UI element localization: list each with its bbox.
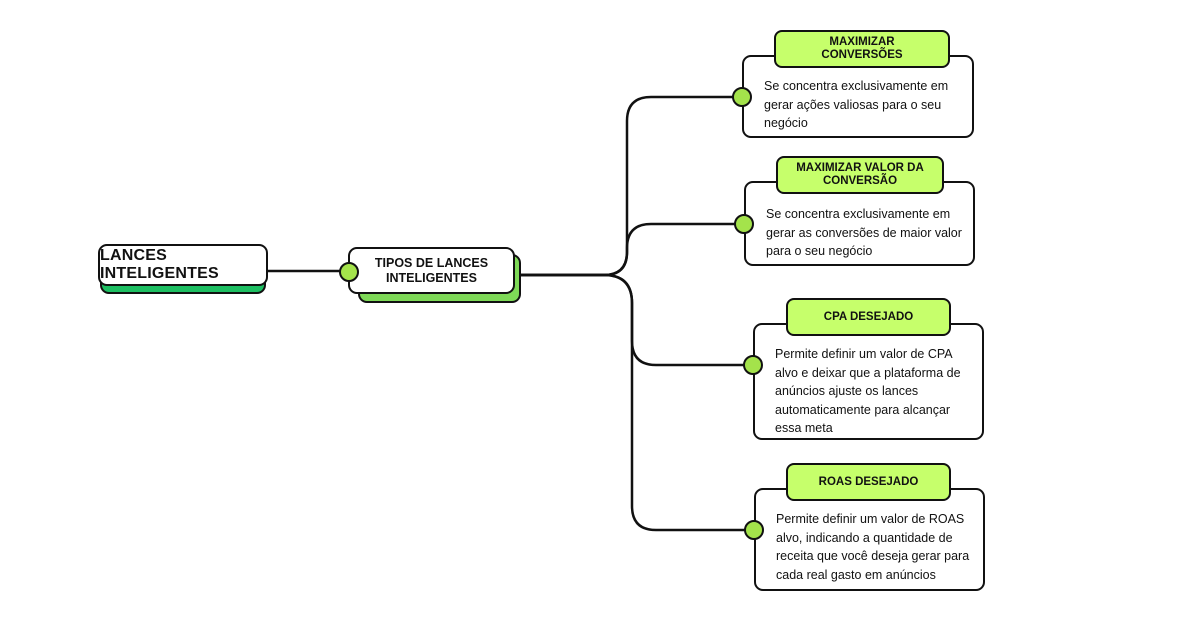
connector-hub-branch-3 <box>521 273 753 367</box>
branch-1-title: MAXIMIZAR CONVERSÕES <box>774 30 950 68</box>
connector-dot-branch-3 <box>743 355 763 375</box>
branch-4-description: Permite definir um valor de ROAS alvo, i… <box>776 512 970 582</box>
connector-hub-branch-1 <box>521 95 742 277</box>
branch-3-description: Permite definir um valor de CPA alvo e d… <box>775 347 961 435</box>
branch-1-description: Se concentra exclusivamente em gerar açõ… <box>764 79 949 130</box>
root-node: LANCES INTELIGENTES <box>98 244 268 286</box>
branch-4-title: ROAS DESEJADO <box>786 463 951 501</box>
branch-3-card: Permite definir um valor de CPA alvo e d… <box>753 323 984 440</box>
connector-dot-branch-2 <box>734 214 754 234</box>
connector-dot-branch-4 <box>744 520 764 540</box>
connector-dot-hub <box>339 262 359 282</box>
branch-2-description: Se concentra exclusivamente em gerar as … <box>766 207 962 258</box>
hub-node: TIPOS DE LANCES INTELIGENTES <box>348 247 515 294</box>
branch-4-card: Permite definir um valor de ROAS alvo, i… <box>754 488 985 591</box>
branch-2-title: MAXIMIZAR VALOR DA CONVERSÃO <box>776 156 944 194</box>
branch-3-title: CPA DESEJADO <box>786 298 951 336</box>
branch-2-card: Se concentra exclusivamente em gerar as … <box>744 181 975 266</box>
connector-dot-branch-1 <box>732 87 752 107</box>
connector-hub-branch-4 <box>521 273 754 532</box>
connector-hub-branch-2 <box>521 222 744 277</box>
